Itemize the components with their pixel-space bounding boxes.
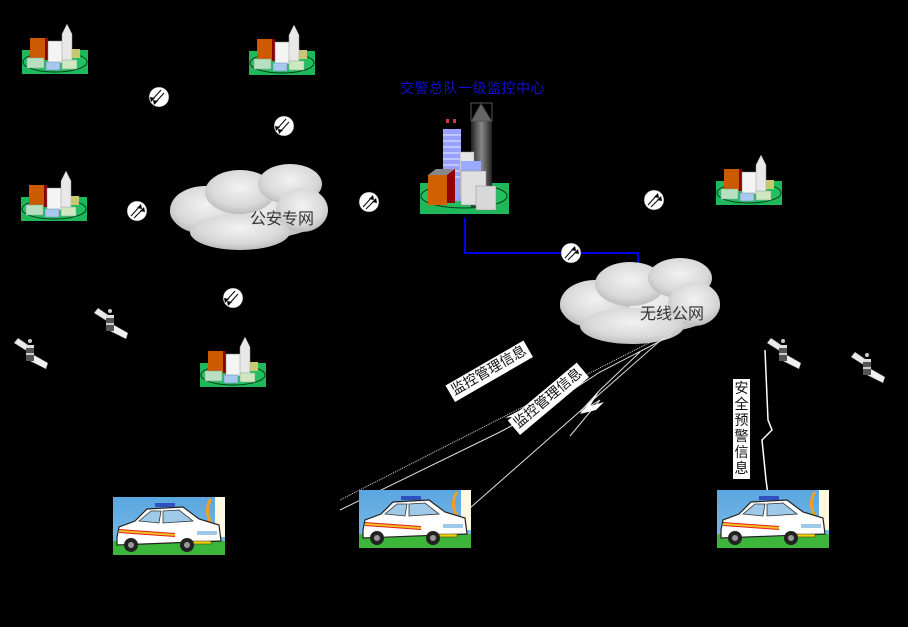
main-center-title: 交警总队一级监控中心 — [400, 81, 545, 97]
safety-warning-char: 预 — [734, 413, 749, 429]
wireless-public-network-cloud — [560, 258, 720, 344]
safety-warning-char: 警 — [734, 429, 749, 445]
wireless-signal-lines — [339, 317, 773, 511]
bidirectional-exchange-icon — [560, 242, 582, 264]
satellite-icon — [13, 337, 49, 370]
bidirectional-exchange-icon — [148, 86, 170, 108]
wired-connection-line — [464, 218, 639, 268]
safety-warning-char: 息 — [734, 461, 749, 477]
satellite-icon — [93, 307, 129, 340]
satellite-icon — [766, 337, 802, 370]
bidirectional-exchange-icon — [643, 189, 665, 211]
safety-warning-char: 信 — [734, 445, 749, 461]
safety-warning-label: 安全预警信息 — [733, 379, 750, 479]
sub-center-node — [20, 170, 88, 222]
police-car-vehicle — [357, 488, 473, 550]
bidirectional-exchange-icon — [358, 191, 380, 213]
safety-warning-char: 安 — [734, 381, 749, 397]
police-private-network-label: 公安专网 — [250, 209, 315, 228]
bidirectional-exchange-icon — [273, 115, 295, 137]
bidirectional-exchange-icon — [126, 200, 148, 222]
sub-center-node — [248, 24, 316, 76]
sub-center-node — [21, 23, 89, 75]
wireless-public-network-label: 无线公网 — [640, 304, 705, 323]
police-private-network-cloud — [170, 164, 328, 250]
main-monitoring-center-icon — [420, 102, 509, 214]
sub-center-node — [199, 336, 267, 388]
satellite-icon — [850, 351, 886, 384]
bidirectional-exchange-icon — [222, 287, 244, 309]
police-car-vehicle — [111, 495, 227, 557]
sub-center-node — [715, 154, 783, 206]
police-car-vehicle — [715, 488, 831, 550]
safety-warning-char: 全 — [734, 397, 749, 413]
